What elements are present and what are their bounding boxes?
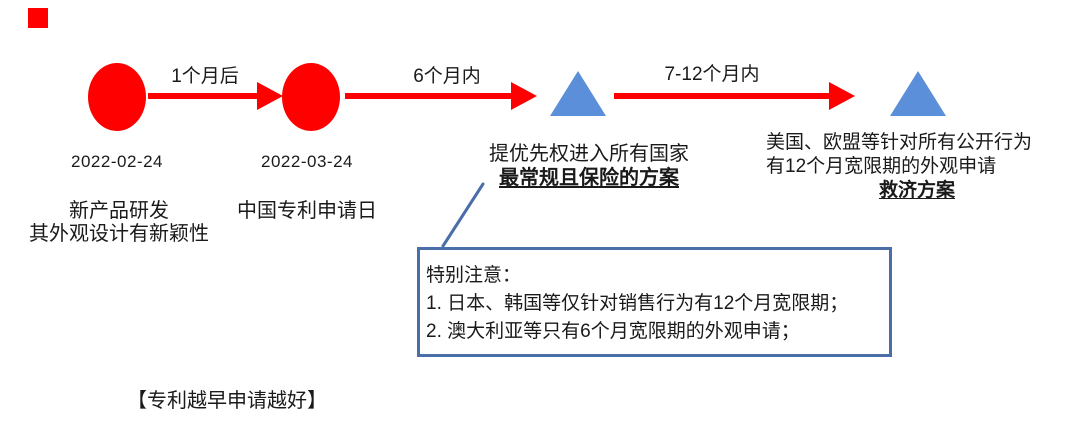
arrow-1-head-icon (257, 82, 283, 110)
note-box-item-1: 1. 日本、韩国等仅针对销售行为有12个月宽限期； (426, 293, 849, 314)
milestone-1-line2: 其外观设计有新颖性 (29, 223, 209, 245)
milestone-1-line1: 新产品研发 (69, 200, 169, 222)
milestone-circle-2 (282, 63, 340, 131)
milestone-2-line1: 中国专利申请日 (237, 200, 377, 222)
callout-line (441, 182, 485, 248)
milestone-4-highlight: 救济方案 (878, 180, 955, 201)
milestone-3-line1: 提优先权进入所有国家 (489, 143, 689, 165)
arrow-3-head-icon (829, 82, 855, 110)
corner-marker-square (28, 8, 48, 28)
milestone-4-line1: 美国、欧盟等针对所有公开行为 (766, 132, 1033, 153)
milestone-3-description: 提优先权进入所有国家 最常规且保险的方案 (489, 142, 689, 190)
arrow-2-shaft (345, 93, 512, 99)
arrow-3-shaft (614, 93, 830, 99)
milestone-1-date: 2022-02-24 (71, 152, 163, 171)
bottom-caption: 【专利越早申请越好】 (127, 390, 327, 412)
arrow-2-label: 6个月内 (413, 66, 481, 87)
milestone-3-highlight: 最常规且保险的方案 (499, 167, 679, 189)
arrow-1-label: 1个月后 (171, 66, 239, 87)
note-box-item-2: 2. 澳大利亚等只有6个月宽限期的外观申请； (426, 321, 800, 342)
arrow-2-head-icon (511, 82, 537, 110)
note-box-title: 特别注意： (426, 265, 522, 286)
arrow-1-shaft (148, 93, 258, 99)
arrow-3-label: 7-12个月内 (664, 64, 760, 85)
milestone-2-description: 中国专利申请日 (237, 200, 377, 223)
milestone-circle-1 (88, 63, 146, 131)
milestone-1-description: 新产品研发 其外观设计有新颖性 (29, 200, 209, 246)
milestone-4-description: 美国、欧盟等针对所有公开行为 有12个月宽限期的外观申请 救济方案 (766, 131, 1068, 203)
milestone-4-line2: 有12个月宽限期的外观申请 (766, 156, 997, 177)
milestone-2-date: 2022-03-24 (261, 152, 353, 171)
note-box: 特别注意： 1. 日本、韩国等仅针对销售行为有12个月宽限期； 2. 澳大利亚等… (417, 247, 892, 357)
milestone-triangle-2 (890, 71, 946, 116)
milestone-triangle-1 (550, 71, 606, 116)
